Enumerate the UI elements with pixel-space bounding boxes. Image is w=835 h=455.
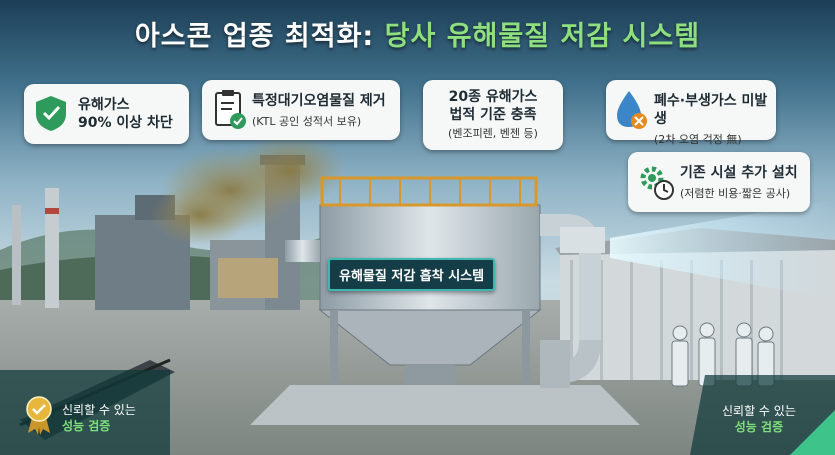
callout-water-line1: 폐수·부생가스 미발생 bbox=[654, 93, 768, 127]
callout-ktl-line1: 특정대기오염물질 제거 bbox=[252, 93, 386, 109]
callout-legal: 20종 유해가스 법적 기준 충족 (벤조피렌, 벤젠 등) bbox=[423, 80, 563, 150]
title-highlight: 당사 유해물질 저감 시스템 bbox=[384, 21, 701, 52]
badge-left: 신뢰할 수 있는 성능 검증 bbox=[62, 402, 136, 434]
callout-water: 폐수·부생가스 미발생 (2차 오염 걱정 無) bbox=[606, 80, 776, 146]
callout-legal-line2: 법적 기준 충족 bbox=[449, 107, 537, 123]
callout-facility: 기존 시설 추가 설치 (저렴한 비용·짧은 공사) bbox=[628, 152, 810, 212]
platform bbox=[250, 385, 640, 425]
clipboard-check-icon bbox=[215, 90, 246, 129]
badge-right-line2: 성능 검증 bbox=[734, 420, 784, 434]
callout-facility-line1: 기존 시설 추가 설치 bbox=[680, 165, 798, 181]
callout-gas-line2: 90% 이상 차단 bbox=[78, 115, 173, 131]
gear-clock-icon bbox=[640, 166, 674, 200]
water-drop-x-icon bbox=[617, 91, 647, 129]
badge-right-line1: 신뢰할 수 있는 bbox=[722, 404, 796, 418]
title-prefix: 아스콘 업종 최적화: bbox=[134, 21, 375, 52]
callout-legal-sub: (벤조피렌, 벤젠 등) bbox=[448, 127, 538, 140]
clean-air-beam bbox=[610, 200, 835, 300]
callout-ktl-sub: (KTL 공인 성적서 보유) bbox=[252, 115, 362, 128]
callout-gas-line1: 유해가스 bbox=[78, 97, 130, 113]
callout-gas-blocking: 유해가스 90% 이상 차단 bbox=[24, 84, 189, 144]
callout-legal-line1: 20종 유해가스 bbox=[448, 89, 538, 105]
badge-left-line2: 성능 검증 bbox=[62, 419, 111, 433]
page-title: 아스콘 업종 최적화: 당사 유해물질 저감 시스템 bbox=[0, 14, 835, 53]
workers bbox=[671, 322, 775, 387]
callout-water-sub: (2차 오염 걱정 無) bbox=[654, 133, 742, 146]
medal-check-icon bbox=[26, 396, 52, 435]
left-chimney bbox=[45, 188, 59, 308]
callout-facility-sub: (저렴한 비용·짧은 공사) bbox=[680, 187, 791, 200]
shield-check-icon bbox=[36, 96, 66, 131]
inlet-duct bbox=[285, 240, 320, 262]
badge-right: 신뢰할 수 있는 성능 검증 bbox=[722, 403, 796, 435]
corner-accent bbox=[790, 410, 835, 455]
system-label-plate: 유해물질 저감 흡착 시스템 bbox=[328, 258, 496, 291]
callout-ktl: 특정대기오염물질 제거 (KTL 공인 성적서 보유) bbox=[202, 80, 400, 140]
badge-left-line1: 신뢰할 수 있는 bbox=[62, 403, 136, 417]
